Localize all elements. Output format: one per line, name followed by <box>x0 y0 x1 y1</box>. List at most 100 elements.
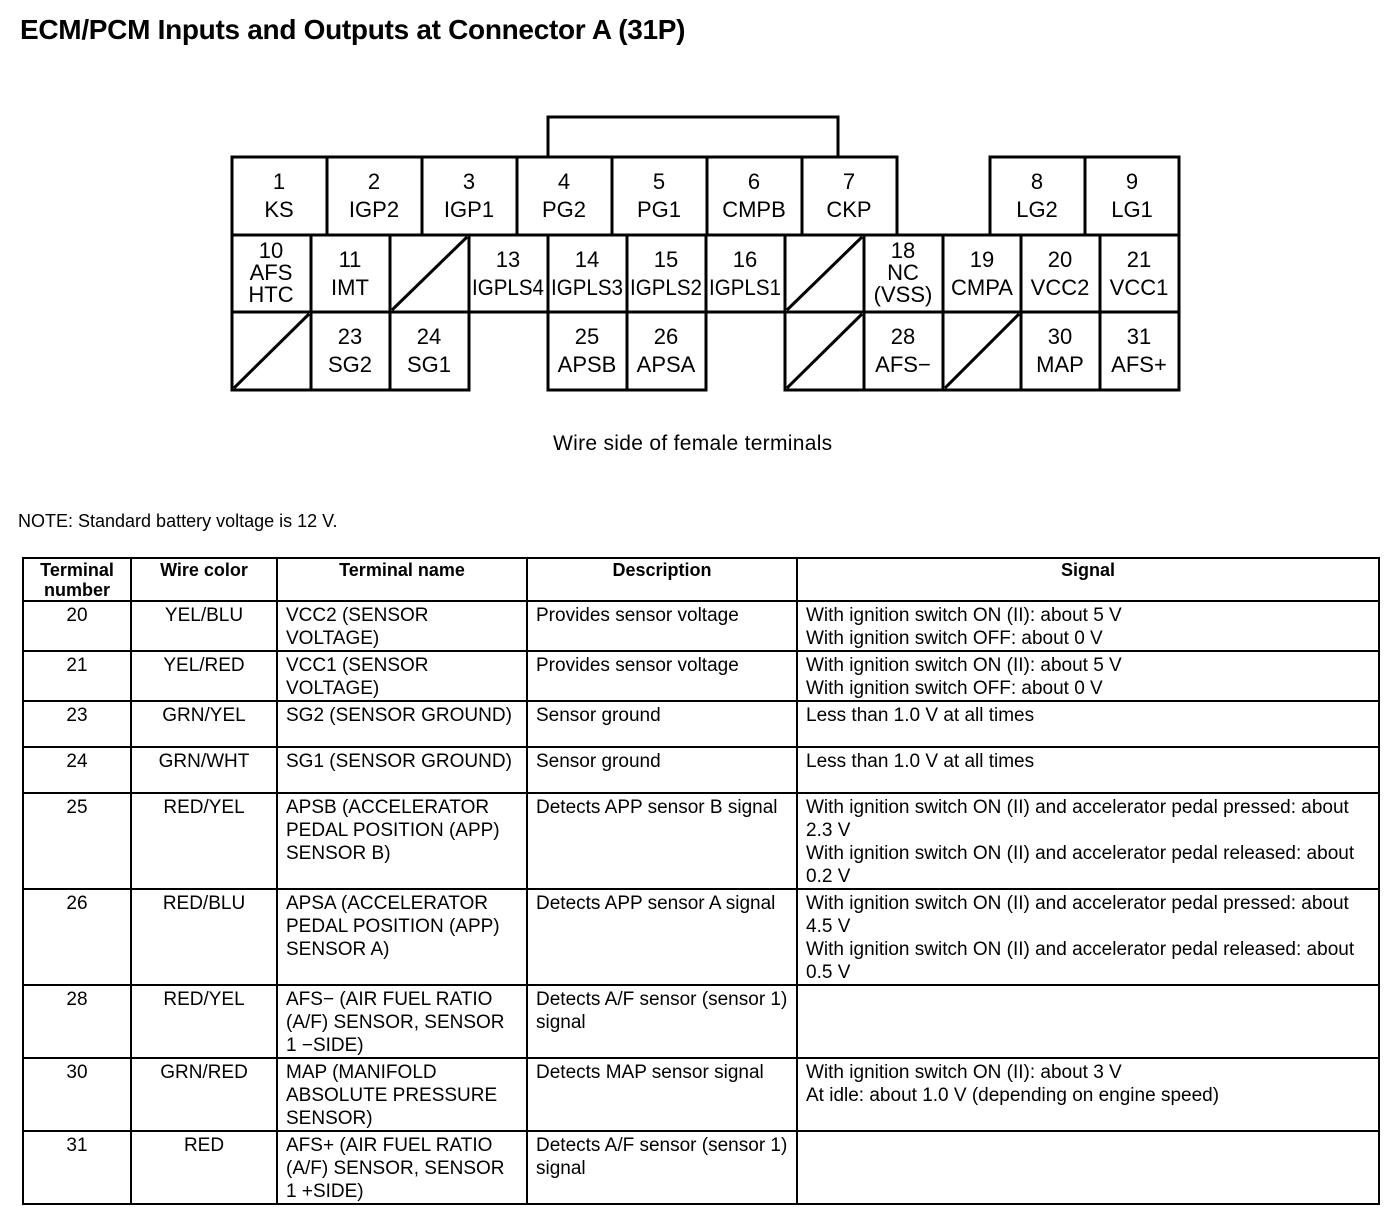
terminal-number-cell: 26 <box>22 888 132 986</box>
terminal-number: 13 <box>496 247 520 272</box>
wire-color-cell: YEL/BLU <box>130 600 278 652</box>
signal-line: With ignition switch ON (II): about 5 V <box>806 655 1122 676</box>
terminal-name-cell: AFS− (AIR FUEL RATIO (A/F) SENSOR, SENSO… <box>276 984 528 1059</box>
terminal-number: 21 <box>1127 247 1151 272</box>
terminal-label: IGPLS4 <box>472 275 544 300</box>
battery-note: NOTE: Standard battery voltage is 12 V. <box>18 511 338 531</box>
signal-cell <box>796 1130 1380 1205</box>
wire-color-cell: YEL/RED <box>130 650 278 702</box>
terminal-name-cell: SG2 (SENSOR GROUND) <box>276 700 528 748</box>
wire-color-cell: RED/BLU <box>130 888 278 986</box>
signal-line: With ignition switch ON (II) and acceler… <box>806 893 1349 937</box>
terminal-number: 8 <box>1031 169 1043 194</box>
terminal-label: IGPLS3 <box>551 275 623 300</box>
terminal-number-cell: 21 <box>22 650 132 702</box>
terminal-label: NC <box>887 260 919 285</box>
signal-cell: With ignition switch ON (II) and acceler… <box>796 792 1380 890</box>
terminal-number: 16 <box>733 247 757 272</box>
terminal-label: SG2 <box>328 352 372 377</box>
wire-color-cell: GRN/YEL <box>130 700 278 748</box>
terminal-number: 1 <box>273 169 285 194</box>
signal-line: With ignition switch ON (II) and acceler… <box>806 939 1355 983</box>
terminal-label: CKP <box>826 197 871 222</box>
terminal-label: CMPB <box>722 197 786 222</box>
terminal-number: 19 <box>970 247 994 272</box>
terminal-number-cell: 24 <box>22 746 132 794</box>
description-cell: Provides sensor voltage <box>526 600 798 652</box>
signal-line: With ignition switch ON (II): about 3 V <box>806 1062 1122 1083</box>
terminal-label: KS <box>264 197 293 222</box>
terminal-label: CMPA <box>951 275 1013 300</box>
terminal-number: 3 <box>463 169 475 194</box>
description-cell: Detects APP sensor A signal <box>526 888 798 986</box>
description-cell: Sensor ground <box>526 746 798 794</box>
signal-cell: Less than 1.0 V at all times <box>796 700 1380 748</box>
page-title: ECM/PCM Inputs and Outputs at Connector … <box>20 14 686 45</box>
terminal-label: PG2 <box>542 197 586 222</box>
terminal-number: 24 <box>417 324 441 349</box>
terminal-number: 20 <box>1048 247 1072 272</box>
terminal-number: 2 <box>368 169 380 194</box>
signal-line: With ignition switch ON (II): about 5 V <box>806 605 1122 626</box>
description-cell: Detects MAP sensor signal <box>526 1057 798 1132</box>
terminal-label: PG1 <box>637 197 681 222</box>
header-wire-color: Wire color <box>130 557 278 602</box>
signal-line: At idle: about 1.0 V (depending on engin… <box>806 1085 1220 1106</box>
terminal-label: LG2 <box>1016 197 1058 222</box>
terminal-label: APSA <box>637 352 696 377</box>
terminal-name-cell: APSA (ACCELERATOR PEDAL POSITION (APP) S… <box>276 888 528 986</box>
terminal-number: 6 <box>748 169 760 194</box>
terminal-label: IGP1 <box>444 197 494 222</box>
terminal-number: 4 <box>558 169 570 194</box>
terminal-number: 10 <box>259 238 283 263</box>
terminal-name-cell: VCC2 (SENSOR VOLTAGE) <box>276 600 528 652</box>
terminal-label: MAP <box>1036 352 1084 377</box>
wire-color-cell: RED/YEL <box>130 984 278 1059</box>
wire-color-cell: RED/YEL <box>130 792 278 890</box>
terminal-number: 7 <box>843 169 855 194</box>
connector-diagram: 1KS2IGP23IGP14PG25PG16CMPB7CKP8LG29LG110… <box>230 115 1181 392</box>
terminal-number-cell: 20 <box>22 600 132 652</box>
terminal-number: 11 <box>339 247 362 272</box>
terminal-label: (VSS) <box>874 282 933 307</box>
signal-line: With ignition switch OFF: about 0 V <box>806 628 1103 649</box>
terminal-name-cell: VCC1 (SENSOR VOLTAGE) <box>276 650 528 702</box>
header-description: Description <box>526 557 798 602</box>
signal-cell: With ignition switch ON (II) and acceler… <box>796 888 1380 986</box>
header-terminal-name: Terminal name <box>276 557 528 602</box>
terminal-number-cell: 30 <box>22 1057 132 1132</box>
terminal-number: 28 <box>891 324 915 349</box>
terminal-name-cell: SG1 (SENSOR GROUND) <box>276 746 528 794</box>
terminal-label: AFS+ <box>1111 352 1167 377</box>
terminal-name-cell: MAP (MANIFOLD ABSOLUTE PRESSURE SENSOR) <box>276 1057 528 1132</box>
terminal-name-cell: AFS+ (AIR FUEL RATIO (A/F) SENSOR, SENSO… <box>276 1130 528 1205</box>
signal-cell <box>796 984 1380 1059</box>
terminal-table: Terminal number Wire color Terminal name… <box>22 557 1380 1205</box>
terminal-label: IGPLS1 <box>709 275 781 300</box>
terminal-number: 26 <box>654 324 678 349</box>
terminal-number: 5 <box>653 169 665 194</box>
